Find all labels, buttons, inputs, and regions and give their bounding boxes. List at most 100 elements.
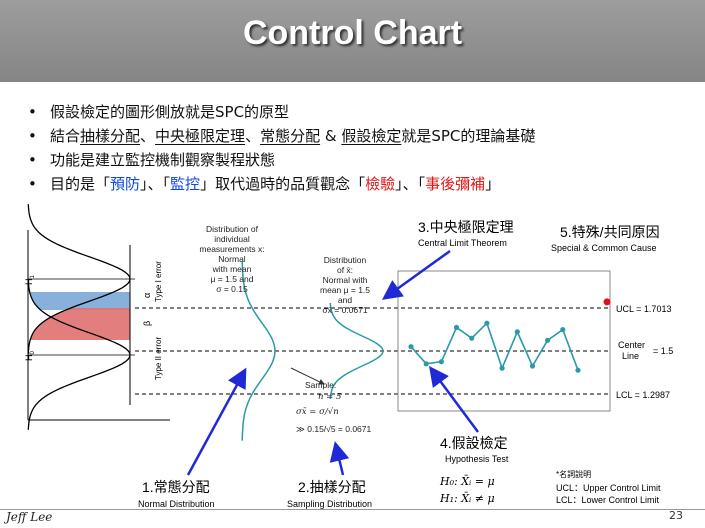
- bullet-item: •結合抽樣分配、中央極限定理、常態分配 & 假設檢定就是SPC的理論基礎: [28, 124, 688, 148]
- bullet-text: 、: [245, 127, 261, 145]
- bullet-dot: •: [28, 103, 37, 121]
- sample-note-3: σx̄ = σ/√n: [296, 407, 339, 417]
- sampling_dist-line: and: [338, 295, 352, 305]
- data-point: [453, 324, 460, 331]
- bullet-text: &: [320, 127, 342, 145]
- individual_dist-line: individual: [214, 234, 250, 244]
- glossary-ucl: UCL：Upper Control Limit: [556, 483, 661, 493]
- hyp-arrow: [429, 365, 480, 433]
- sampling_dist-line: Distribution: [324, 255, 367, 265]
- cause-title: 5.特殊/共同原因: [560, 224, 660, 240]
- bullet-item: • 假設檢定的圖形側放就是SPC的原型: [28, 100, 688, 124]
- bullet-text: 監控: [170, 175, 201, 193]
- bullet-dot: •: [28, 127, 37, 145]
- hyp-title: 4.假設檢定: [440, 435, 508, 451]
- sampling_dist-line: mean μ = 1.5: [320, 285, 370, 295]
- bullet-dot: •: [28, 151, 37, 169]
- clt-title: 3.中央極限定理: [418, 219, 514, 235]
- bullet-text: 目的是「: [50, 175, 111, 193]
- clt-arrow: [381, 249, 451, 300]
- bullet-text: 抽樣分配: [80, 127, 141, 145]
- ucl-label: UCL = 1.7013: [616, 304, 671, 314]
- bullet-text: 」: [485, 175, 501, 193]
- bullet-text: 假設檢定的圖形側放就是SPC的原型: [50, 103, 290, 121]
- control-chart: UCL = 1.7013 Center Line = 1.5 LCL = 1.2…: [397, 270, 673, 412]
- footer-rule: [0, 509, 705, 510]
- data-point: [469, 335, 475, 341]
- data-point: [423, 361, 429, 367]
- sample-note-1: Sample:: [305, 380, 336, 390]
- slide-title: Control Chart: [242, 14, 463, 52]
- individual_dist-line: measurements x:: [199, 244, 264, 254]
- glossary-lcl: LCL：Lower Control Limit: [556, 495, 660, 505]
- center-label-1: Center: [618, 340, 645, 350]
- bullet-text: 預防: [110, 175, 141, 193]
- bullet-text: 功能是建立監控機制觀察製程狀態: [50, 151, 276, 169]
- sampling_dist-line: σx̄ = 0.0671: [322, 305, 367, 315]
- h0-hypothesis: H₀: X̄ᵢ = μ: [439, 475, 495, 488]
- data-point: [514, 329, 520, 335]
- normal-title: 1.常態分配: [142, 479, 210, 495]
- bullet-text: 、: [140, 127, 156, 145]
- sampling-title: 2.抽樣分配: [298, 479, 366, 495]
- bullet-text: 假設檢定: [341, 127, 402, 145]
- data-point: [438, 359, 444, 365]
- type2-label: Type II error: [154, 337, 163, 380]
- cause-subtitle: Special & Common Cause: [551, 243, 657, 253]
- individual_dist-line: with mean: [212, 264, 252, 274]
- sampling_dist-line: Normal with: [323, 275, 368, 285]
- bullet-text: 常態分配: [260, 127, 321, 145]
- individual-curve: [241, 261, 276, 441]
- hyp-subtitle: Hypothesis Test: [445, 454, 509, 464]
- h1-hypothesis: H₁: X̄ᵢ ≠ μ: [439, 492, 495, 505]
- data-point: [484, 320, 490, 326]
- title-bar: Control Chart: [0, 0, 705, 82]
- normal-subtitle: Normal Distribution: [138, 499, 215, 509]
- sampling-curve: [329, 302, 384, 400]
- bullet-dot: •: [28, 175, 37, 193]
- center-value: = 1.5: [653, 346, 673, 356]
- bullet-list: •假設檢定的圖形側放就是SPC的原型•結合抽樣分配、中央極限定理、常態分配 & …: [28, 100, 688, 196]
- alpha-region: [29, 292, 131, 310]
- bullet-text: 就是SPC的理論基礎: [401, 127, 536, 145]
- bullet-item: •目的是「預防」、「監控」取代過時的品質觀念「檢驗」、「事後彌補」: [28, 172, 688, 196]
- beta-label: β: [142, 321, 152, 326]
- page-number: 23: [669, 509, 683, 522]
- bullet-text: 中央極限定理: [155, 127, 246, 145]
- chart-frame: [397, 270, 611, 412]
- individual_dist-line: Normal: [218, 254, 246, 264]
- individual_dist-line: Distribution of: [206, 224, 259, 234]
- individual_dist-line: σ = 0.15: [216, 284, 248, 294]
- sampling_dist-line: of x̄:: [337, 265, 353, 275]
- bullet-text: 檢驗: [365, 175, 396, 193]
- sample-note-2: n = 5: [318, 392, 341, 402]
- individual_dist-line: μ = 1.5 and: [211, 274, 254, 284]
- beta-region: [30, 308, 131, 340]
- data-point: [545, 337, 551, 343]
- h0-label: H0: [24, 351, 36, 362]
- clt-subtitle: Central Limit Theorem: [418, 238, 507, 248]
- bullet-text: 」、「: [395, 175, 426, 193]
- special-cause-point: [603, 298, 611, 306]
- data-point: [575, 367, 581, 373]
- normal-arrow: [186, 367, 247, 476]
- lcl-label: LCL = 1.2987: [616, 390, 670, 400]
- sample-note-4: ≫ 0.15/√5 = 0.0671: [296, 424, 372, 434]
- data-point: [499, 365, 505, 371]
- bullet-text: 結合: [50, 127, 81, 145]
- type1-label: Type I error: [154, 261, 163, 302]
- data-point: [529, 363, 536, 369]
- alpha-label: α: [142, 293, 152, 298]
- annotations: 3.中央極限定理 Central Limit Theorem 5.特殊/共同原因…: [138, 219, 661, 509]
- center-label-2: Line: [622, 351, 639, 361]
- bullet-item: • 功能是建立監控機制觀察製程狀態: [28, 148, 688, 172]
- bullet-text: 」取代過時的品質觀念「: [200, 175, 366, 193]
- sampling-subtitle: Sampling Distribution: [287, 499, 372, 509]
- control-chart-series: [410, 321, 579, 371]
- h1-label: H1: [24, 275, 36, 286]
- signature: Jeff Lee: [6, 510, 53, 524]
